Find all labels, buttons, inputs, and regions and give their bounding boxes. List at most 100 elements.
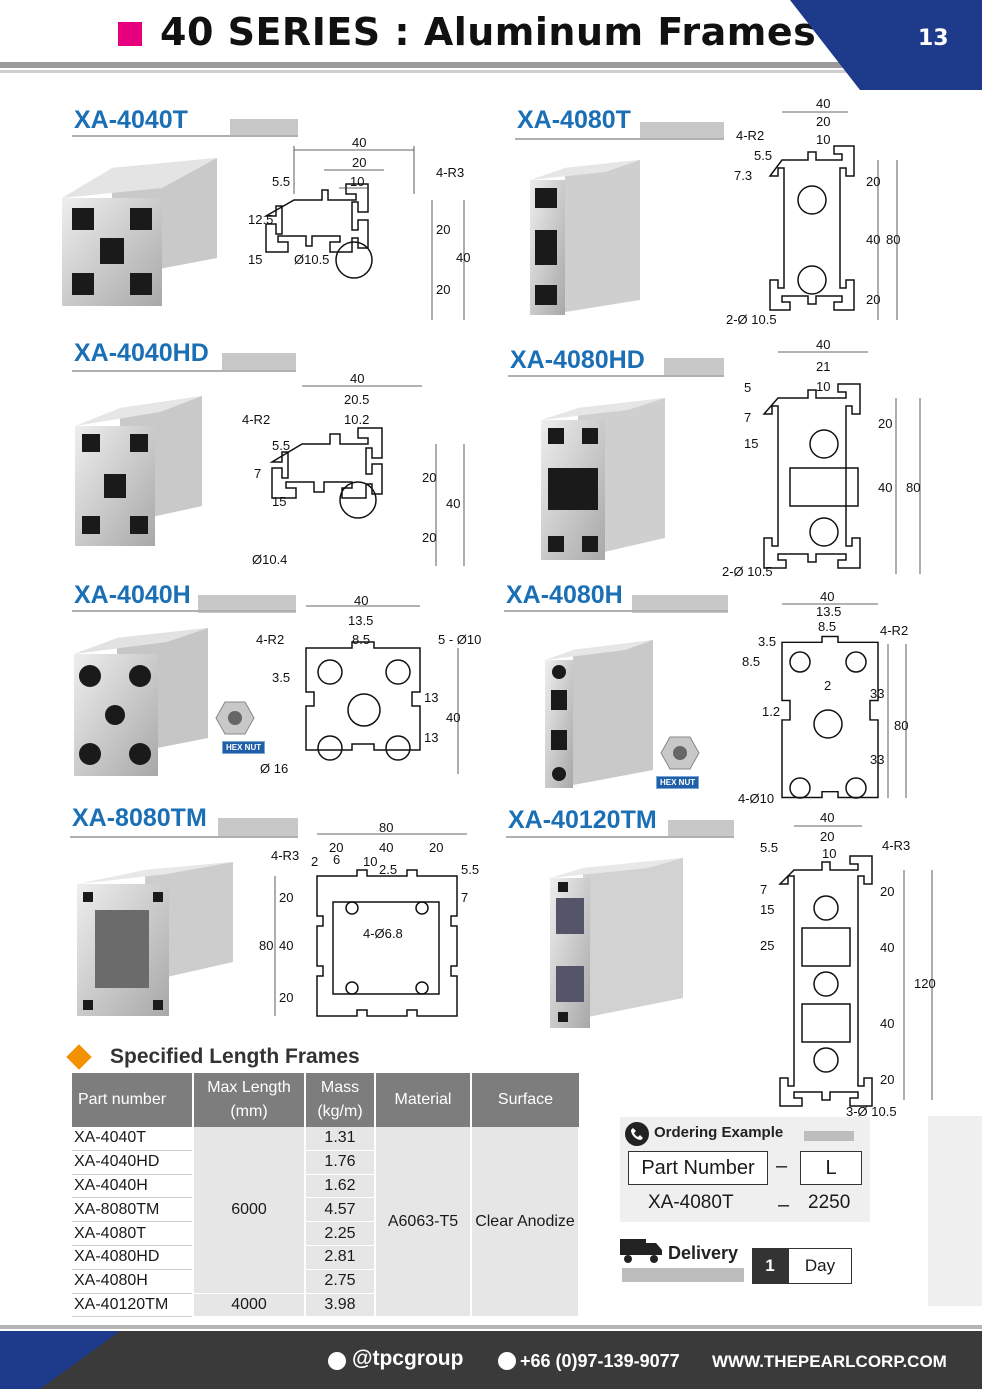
dim-label: 80 [906,480,920,495]
dim-label: 40 [352,135,366,150]
drawing-4040hd: 40 20.5 10.2 4-R2 5.5 7 15 20 40 20 Ø10.… [242,371,465,567]
part-cell: XA-4080HD [72,1245,194,1270]
dim-label: 4-R3 [271,848,299,863]
title-bar [664,358,724,376]
dim-label: 20 [422,530,436,545]
dim-label: 2-Ø 10.5 [722,564,773,579]
dim-label: 5 [744,380,751,395]
title-underline [504,610,728,612]
dim-label: 33 [870,686,884,701]
dim-label: 20 [866,292,880,307]
dim-label: 5.5 [760,840,778,855]
surface-cell: Clear Anodize [471,1127,580,1318]
table-row: XA-4040HD 1.76 [72,1150,579,1175]
page-title: 40 SERIES : Aluminum Frames [160,10,817,54]
dim-label: 12.5 [248,212,273,227]
dim-label: 40 [880,940,894,955]
dim-label: 10 [816,132,830,147]
profile-photo-4040t [62,158,217,306]
mass-cell: 1.76 [305,1150,376,1175]
dim-label: 20 [279,990,293,1005]
dim-label: 20 [866,174,880,189]
dim-label: 5.5 [461,862,479,877]
dim-label: 7 [254,466,261,481]
title-underline [506,836,734,838]
dim-label: 7 [760,882,767,897]
profile-photo-4080hd [541,398,665,560]
dim-label: 40 [279,938,293,953]
dim-label: 20 [816,114,830,129]
header-rule-light [0,70,982,73]
dim-label: 10 [822,846,836,861]
col-header: Max Length(mm) [193,1073,306,1127]
dim-label: 20 [429,840,443,855]
delivery-number: 1 [752,1248,788,1284]
title-bar [222,353,296,371]
product-title: XA-4040HD [74,339,209,367]
dim-label: 4-R3 [436,165,464,180]
footer-line-id[interactable]: @tpcgroup [352,1347,464,1370]
phone-glyph-icon [631,1128,643,1140]
dim-label: 15 [744,436,758,451]
dim-label: 3.5 [272,670,290,685]
drawing-4080h: 40 13.5 8.5 4-R2 3.5 8.5 2 1.2 33 80 33 … [738,589,908,806]
part-cell: XA-4040HD [72,1150,194,1175]
side-strip [928,1116,982,1306]
phone-icon [498,1352,516,1370]
dim-label: 40 [820,810,834,825]
ordering-bar [804,1131,854,1141]
part-number-box: Part Number [628,1151,768,1185]
part-cell: XA-8080TM [72,1197,194,1223]
ordering-dash: – [778,1194,790,1216]
dim-label: 40 [816,96,830,111]
dim-label: 10 [816,379,830,394]
drawing-8080tm: 80 4-R3 2 6 10 20 40 20 5.5 2.5 7 4-Ø6.8… [259,820,479,1017]
dim-label: 40 [866,232,880,247]
dim-label: 80 [259,938,273,953]
dim-label: 40 [880,1016,894,1031]
footer-website[interactable]: WWW.THEPEARLCORP.COM [712,1352,947,1371]
dim-label: 21 [816,359,830,374]
dim-label: 20 [820,829,834,844]
hex-nut-badge: HEX NUT [656,776,700,789]
dim-label: 15 [248,252,262,267]
table-row: XA-40120TM 4000 3.98 [72,1293,579,1318]
mass-cell: 4.57 [305,1197,376,1223]
dim-label: 1.2 [762,704,780,719]
footer-phone[interactable]: +66 (0)97-139-9077 [520,1351,680,1371]
max-length-cell: 6000 [193,1127,306,1294]
profile-photo-4040h [74,628,208,776]
product-title: XA-40120TM [508,806,657,834]
profile-photo-4080h [545,640,653,788]
dim-label: 15 [272,494,286,509]
col-header-line: (kg/m) [317,1103,363,1120]
dim-label: 20 [279,890,293,905]
dim-label: 8.5 [742,654,760,669]
footer-accent [0,1331,120,1389]
dim-label: 40 [878,480,892,495]
delivery-bar [622,1268,744,1282]
dim-label: 20 [422,470,436,485]
title-underline [508,375,724,377]
dim-label: 13.5 [348,613,373,628]
drawing-4080hd: 40 21 10 5 7 15 20 40 80 2-Ø 10.5 [722,337,920,579]
title-underline [72,610,296,612]
dim-label: 20 [352,155,366,170]
col-header-line: Max Length [207,1079,291,1096]
col-header-line: Mass [320,1079,360,1096]
dim-label: 20 [880,884,894,899]
dim-label: 4-R2 [880,623,908,638]
title-bar [632,595,728,613]
dim-label: 3.5 [758,634,776,649]
part-cell: XA-4080H [72,1269,194,1294]
dim-label: 6 [333,852,340,867]
table-row: XA-8080TM 4.57 [72,1197,579,1223]
dim-label: 4-Ø10 [738,791,774,806]
section-marker [66,1044,92,1070]
page-number: 13 [918,26,949,51]
col-header: Material [375,1073,472,1127]
drawing-4080t: 40 20 10 4-R2 5.5 7.3 20 40 80 20 2-Ø 10… [726,96,900,327]
title-underline [72,135,298,137]
profile-photo-8080tm [77,862,233,1016]
dim-label: 2.5 [379,862,397,877]
